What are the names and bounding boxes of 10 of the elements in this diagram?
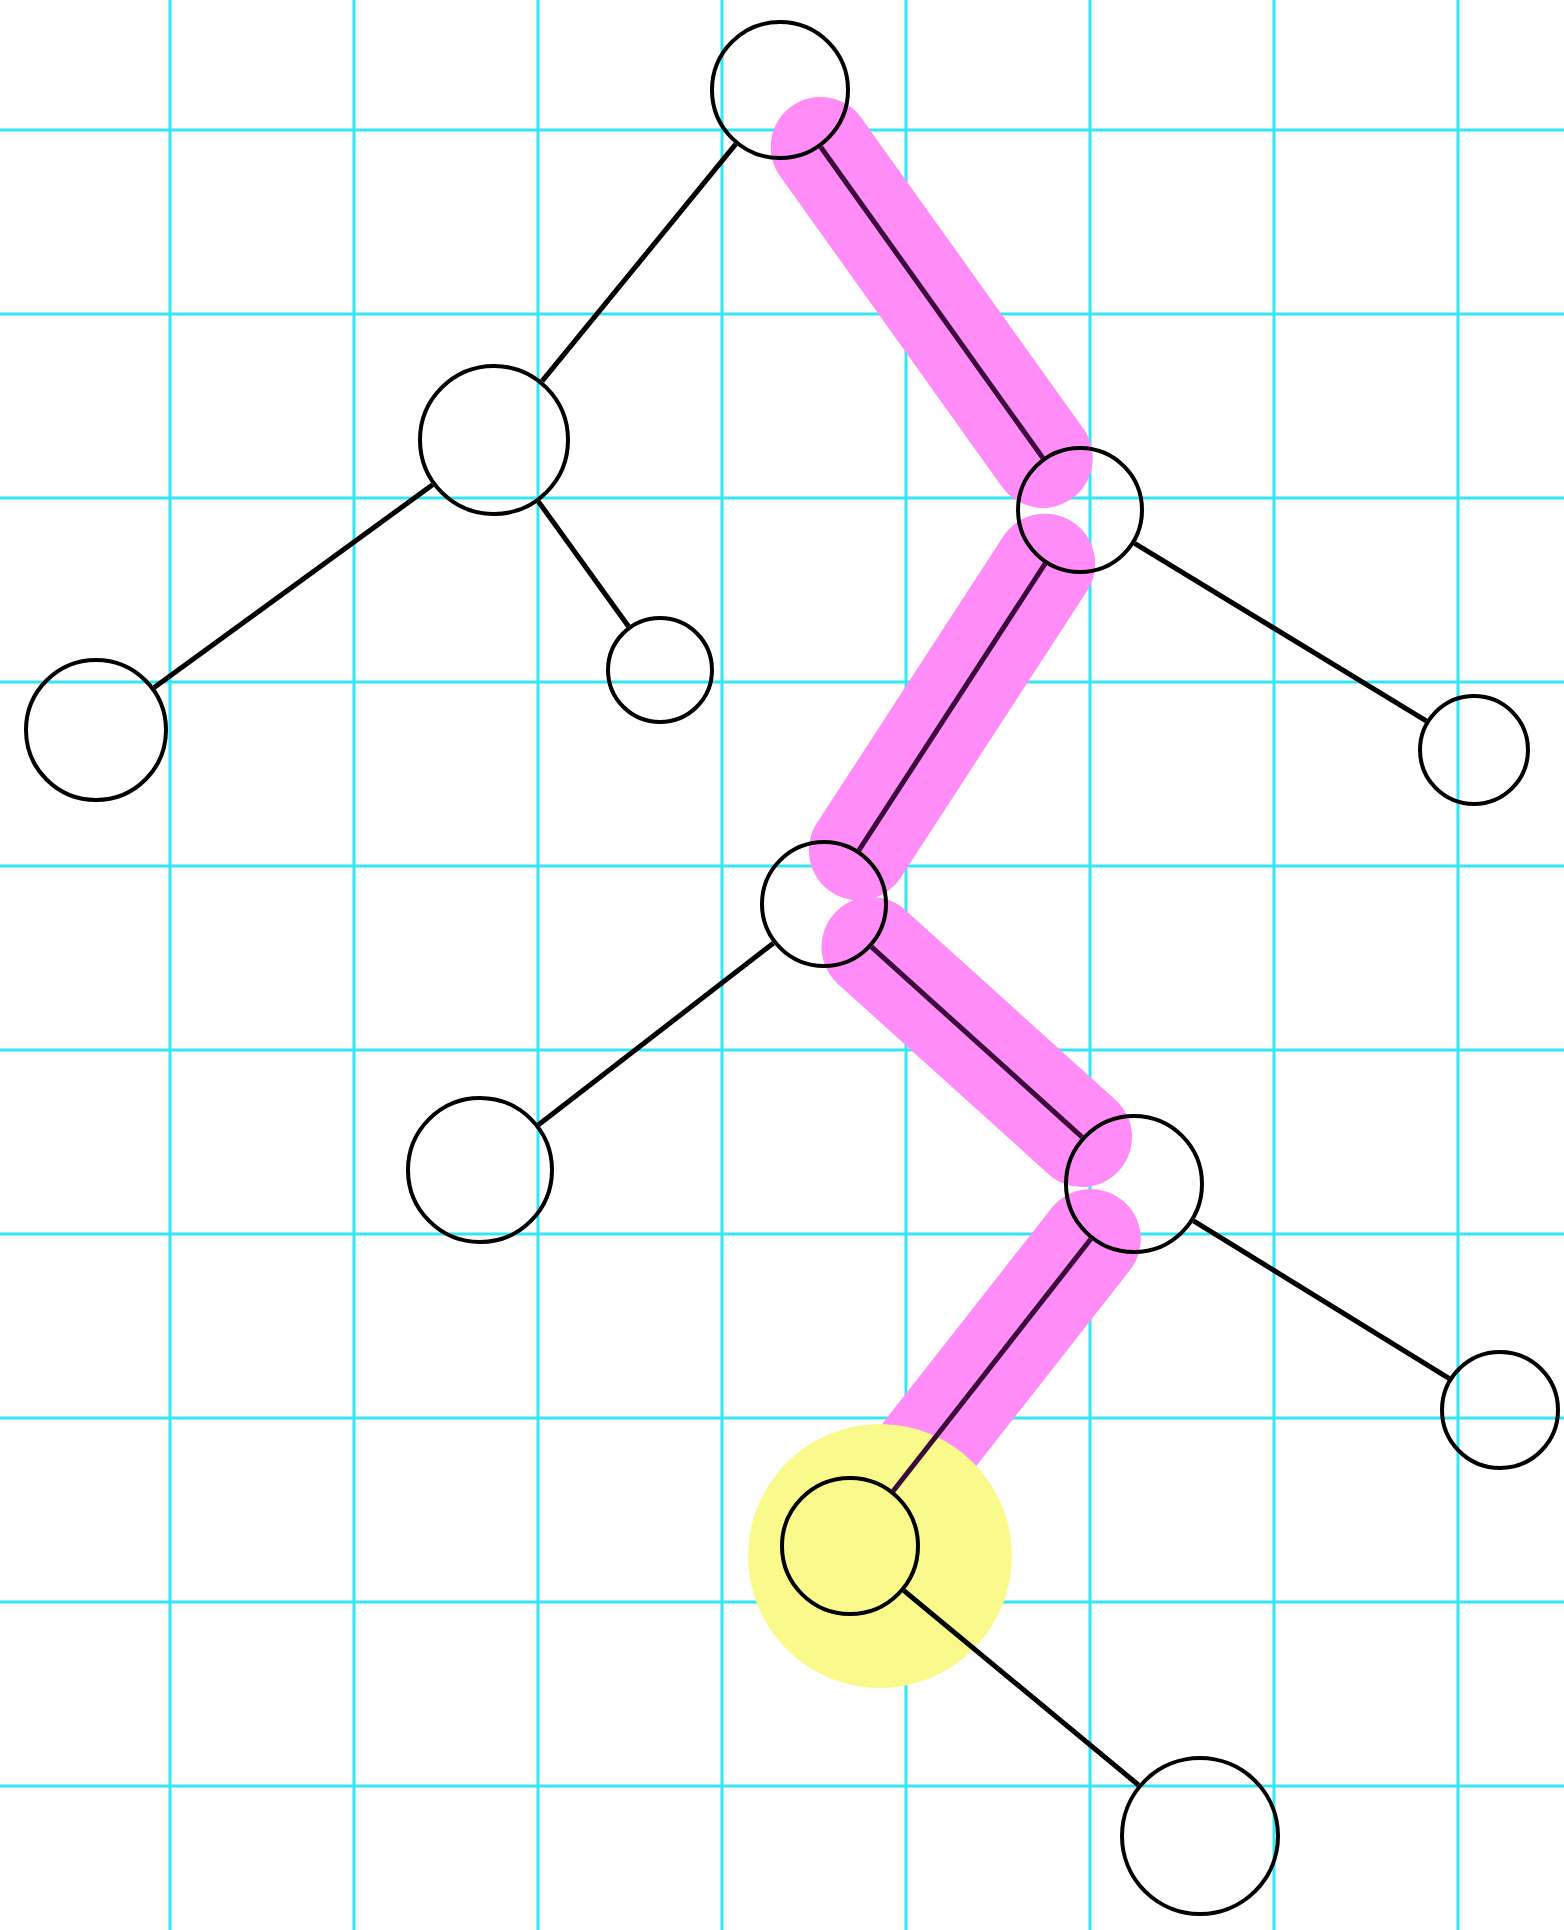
tree-edge	[536, 500, 631, 628]
tree-edge	[902, 1588, 1140, 1787]
tree-edge	[1192, 1218, 1451, 1381]
highlighted-edge	[808, 513, 1096, 901]
tree-edge	[1133, 541, 1428, 723]
tree-edge	[152, 482, 435, 690]
tree-edge	[537, 941, 775, 1127]
highlighted-edge	[821, 896, 1133, 1188]
highlighted-edge	[770, 96, 1093, 508]
tree-edge	[540, 142, 738, 383]
